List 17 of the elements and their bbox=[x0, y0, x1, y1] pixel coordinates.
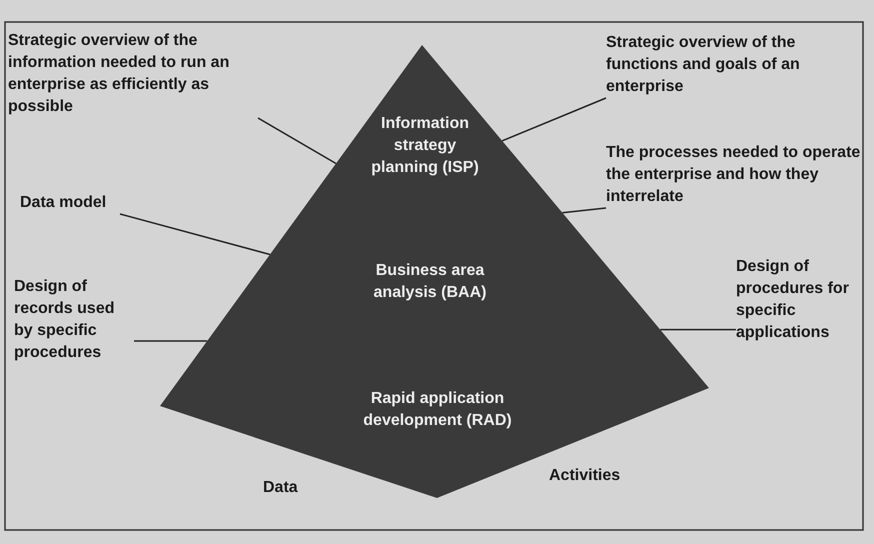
layer-label: Business area analysis (BAA) bbox=[365, 260, 495, 304]
leader-line bbox=[502, 97, 606, 142]
layer-label: Rapid application development (RAD) bbox=[350, 388, 525, 432]
callout-text: Design of procedures for specific applications bbox=[736, 256, 862, 344]
callout-text: Strategic overview of the functions and goals of an enterprise bbox=[606, 32, 856, 98]
callout-text: Strategic overview of the information needed to run an enterprise as efficiently as possible bbox=[8, 30, 258, 118]
leader-line bbox=[660, 328, 736, 330]
callout-text: The processes needed to operate the enterprise and how they interrelate bbox=[606, 142, 868, 208]
callout-text: Design of records used by specific procedures bbox=[14, 276, 134, 364]
axis-label: Data bbox=[263, 478, 298, 498]
layer-label: Information strategy planning (ISP) bbox=[368, 113, 482, 179]
callout-text: Data model bbox=[20, 192, 120, 214]
leader-line bbox=[120, 213, 270, 256]
leader-line bbox=[562, 207, 606, 214]
leader-line bbox=[134, 340, 208, 342]
axis-label: Activities bbox=[549, 466, 620, 486]
leader-line bbox=[258, 117, 336, 164]
